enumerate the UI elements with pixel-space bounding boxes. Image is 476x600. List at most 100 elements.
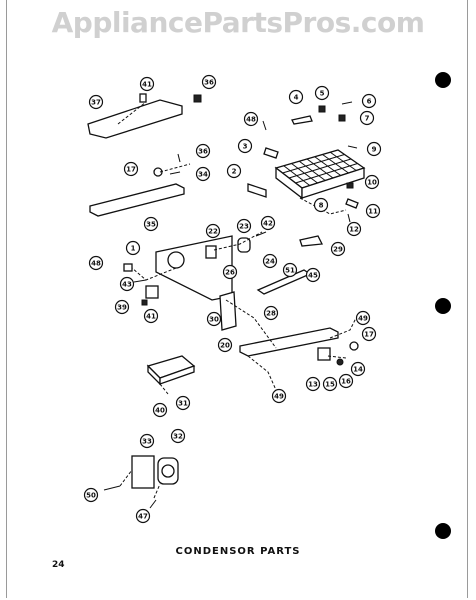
callout-label: 37 bbox=[91, 99, 101, 107]
callout-circle bbox=[195, 166, 211, 182]
part-47-screw bbox=[149, 499, 157, 509]
callout-label: 8 bbox=[319, 202, 324, 210]
part-8-condenser-coil bbox=[274, 149, 366, 200]
callout-c43: 43 bbox=[119, 276, 135, 292]
callout-label: 32 bbox=[173, 433, 183, 441]
callout-circle bbox=[305, 267, 321, 283]
callout-label: 23 bbox=[239, 223, 249, 231]
callout-circle bbox=[305, 376, 321, 392]
callout-c17b: 17 bbox=[361, 326, 377, 342]
part-1-panel bbox=[155, 235, 233, 301]
part-12-screw bbox=[347, 213, 351, 223]
registration-dot bbox=[435, 523, 451, 539]
callout-circle bbox=[359, 110, 375, 126]
callout-circle bbox=[175, 395, 191, 411]
callout-label: 10 bbox=[367, 179, 377, 187]
assembly-lines bbox=[117, 101, 357, 499]
callout-label: 35 bbox=[146, 221, 156, 229]
callout-label: 11 bbox=[368, 208, 378, 216]
diagram-caption: CONDENSOR PARTS bbox=[175, 546, 301, 557]
registration-dot bbox=[435, 72, 451, 88]
part-50-screw bbox=[103, 485, 121, 491]
part-36-nut bbox=[193, 94, 202, 103]
part-43-screw bbox=[133, 279, 147, 283]
callout-label: 28 bbox=[266, 310, 276, 318]
callout-label: 31 bbox=[178, 400, 188, 408]
callout-c45: 45 bbox=[305, 267, 321, 283]
callout-c36a: 36 bbox=[201, 74, 217, 90]
callout-label: 1 bbox=[131, 245, 136, 253]
callout-label: 15 bbox=[325, 381, 335, 389]
part-33-plate bbox=[131, 455, 155, 489]
part-14-grommet bbox=[349, 341, 359, 351]
callout-label: 41 bbox=[146, 313, 156, 321]
callout-c3: 3 bbox=[237, 138, 253, 154]
callout-circle bbox=[330, 241, 346, 257]
callout-c1: 1 bbox=[125, 240, 141, 256]
callout-c31: 31 bbox=[175, 395, 191, 411]
callout-circle bbox=[282, 262, 298, 278]
callout-c41a: 41 bbox=[139, 76, 155, 92]
callout-c40: 40 bbox=[152, 402, 168, 418]
callout-circle bbox=[88, 94, 104, 110]
callout-c26: 26 bbox=[222, 264, 238, 280]
page-number: 24 bbox=[52, 560, 65, 570]
callout-c15: 15 bbox=[322, 376, 338, 392]
callout-circle bbox=[143, 216, 159, 232]
callout-c29: 29 bbox=[330, 241, 346, 257]
callout-label: 49 bbox=[358, 315, 368, 323]
part-48-block bbox=[123, 263, 133, 272]
callout-label: 22 bbox=[208, 228, 218, 236]
part-17-grommet bbox=[153, 167, 163, 177]
watermark: AppliancePartsPros.com bbox=[51, 6, 425, 39]
callout-c30: 30 bbox=[206, 311, 222, 327]
part-6-screw bbox=[341, 101, 353, 105]
callout-label: 2 bbox=[232, 168, 237, 176]
callout-label: 49 bbox=[274, 393, 284, 401]
callout-circle bbox=[361, 93, 377, 109]
callout-circle bbox=[262, 253, 278, 269]
part-22-mount bbox=[205, 245, 217, 259]
part-11-clip bbox=[345, 198, 359, 209]
callout-c2: 2 bbox=[226, 163, 242, 179]
callout-c22: 22 bbox=[205, 223, 221, 239]
part-3-clip bbox=[263, 147, 279, 159]
callout-c12: 12 bbox=[346, 221, 362, 237]
callout-label: 17 bbox=[126, 166, 136, 174]
callout-c16: 16 bbox=[338, 373, 354, 389]
callout-label: 51 bbox=[285, 267, 295, 275]
part-39-grille bbox=[145, 285, 159, 299]
callout-label: 40 bbox=[155, 407, 165, 415]
callout-label: 43 bbox=[122, 281, 132, 289]
callout-c8: 8 bbox=[313, 197, 329, 213]
part-42-screw bbox=[255, 231, 267, 237]
callout-c4: 4 bbox=[288, 89, 304, 105]
part-5-nut bbox=[318, 105, 326, 113]
callout-label: 45 bbox=[308, 272, 318, 280]
callout-label: 4 bbox=[294, 94, 299, 102]
callout-label: 36 bbox=[198, 148, 208, 156]
registration-dot bbox=[435, 298, 451, 314]
part-41-clip-b bbox=[141, 299, 148, 306]
callout-circle bbox=[361, 326, 377, 342]
callout-circle bbox=[322, 376, 338, 392]
part-30-bracket bbox=[219, 291, 237, 331]
part-20-rail bbox=[239, 327, 339, 357]
callout-label: 48 bbox=[91, 260, 101, 268]
callout-c17a: 17 bbox=[123, 161, 139, 177]
callout-c20: 20 bbox=[217, 337, 233, 353]
callout-c47: 47 bbox=[135, 508, 151, 524]
callout-circle bbox=[139, 433, 155, 449]
callout-label: 5 bbox=[320, 90, 325, 98]
callout-c41b: 41 bbox=[143, 308, 159, 324]
callout-label: 12 bbox=[349, 226, 359, 234]
callout-c37: 37 bbox=[88, 94, 104, 110]
callout-c50: 50 bbox=[83, 487, 99, 503]
callout-c28: 28 bbox=[263, 305, 279, 321]
part-23-motor bbox=[237, 237, 251, 253]
callout-c11: 11 bbox=[365, 203, 381, 219]
page-frame bbox=[6, 0, 468, 598]
part-29-wire bbox=[299, 235, 324, 247]
callout-label: 48 bbox=[246, 116, 256, 124]
